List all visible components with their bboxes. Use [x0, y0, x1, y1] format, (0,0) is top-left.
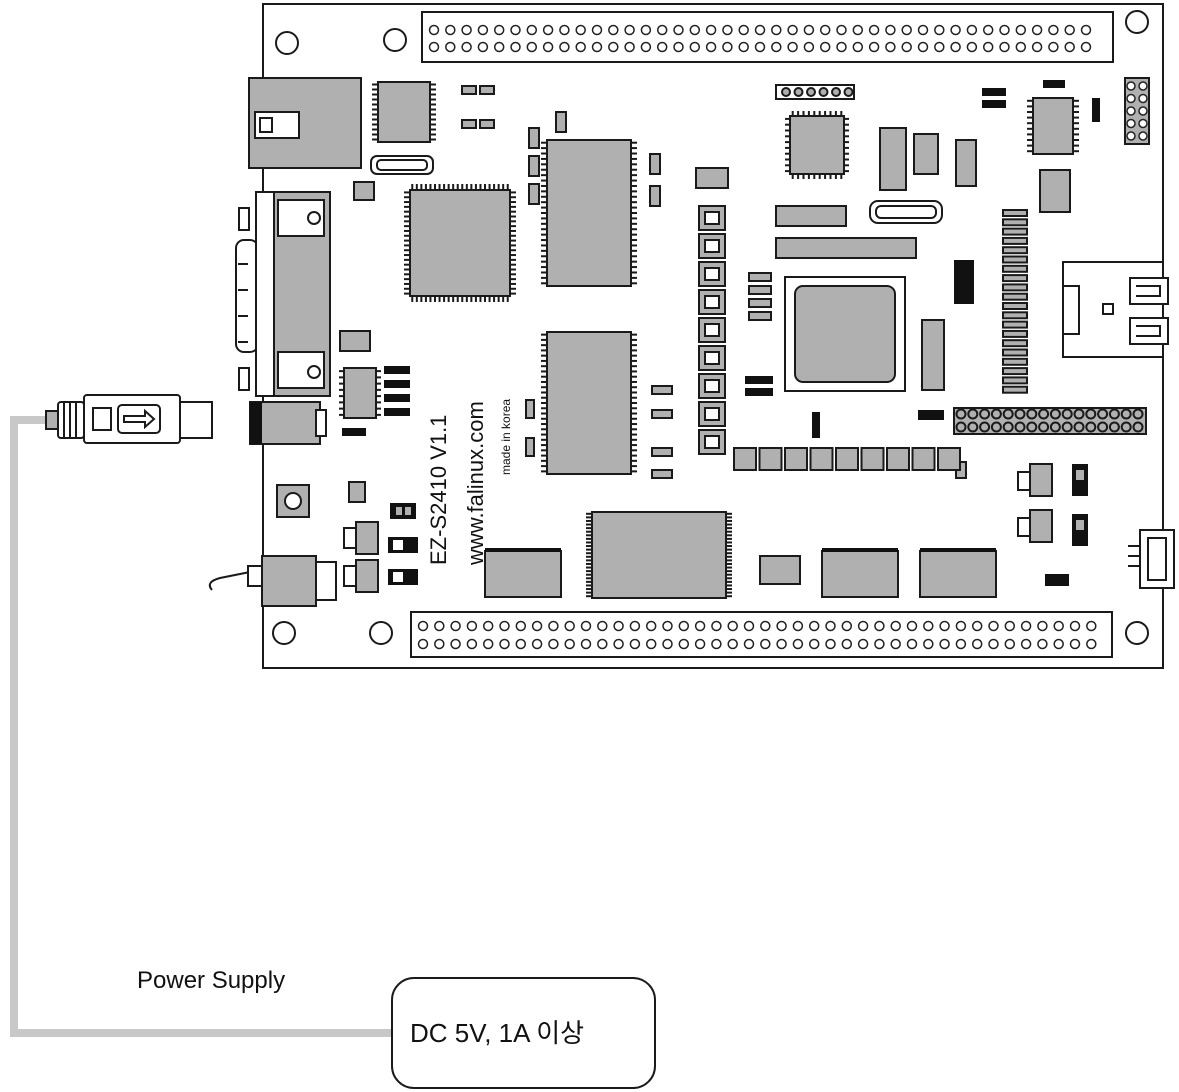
- usb-controller-chip: [1027, 97, 1079, 155]
- cpu-s3c2410: [784, 276, 906, 392]
- usb-connector: [1062, 261, 1169, 358]
- regulators-right: [1017, 463, 1088, 546]
- small-qfp-chip: [785, 111, 849, 179]
- power-supply-spec: DC 5V, 1A 이상: [410, 1018, 584, 1048]
- ethernet-jack: [248, 77, 362, 169]
- sdram-chip-2: [541, 331, 637, 475]
- board-origin-label: made in korea: [499, 399, 513, 475]
- board-url-label: www.falinux.com: [463, 401, 488, 566]
- dc-plug: [45, 394, 213, 444]
- ethernet-controller-chip: [404, 184, 516, 302]
- side-connector: [1128, 529, 1175, 589]
- bottom-chip-4: [919, 550, 997, 598]
- top-pin-header: [421, 11, 1114, 63]
- serial-db9-connector: [235, 191, 331, 397]
- power-cable: [10, 416, 392, 1037]
- power-toggle-switch: [208, 555, 337, 607]
- voltage-regulator: [343, 521, 379, 593]
- mounting-holes: [272, 10, 1149, 645]
- sdram-chip-1: [541, 139, 637, 287]
- rs232-driver-chip: [339, 367, 381, 419]
- ethernet-phy-chip: [372, 81, 436, 143]
- power-supply-caption: Power Supply: [137, 967, 285, 994]
- bottom-chip-3: [821, 550, 899, 598]
- small-ic: [353, 181, 375, 201]
- nand-flash-chip: [586, 511, 732, 599]
- resistor-column: [698, 205, 1028, 471]
- board-model-label: EZ-S2410 V1.1: [426, 415, 451, 565]
- expansion-header: [955, 408, 1144, 433]
- power-supply-box: [391, 977, 656, 1089]
- right-pin-header: [1124, 77, 1150, 145]
- dc-power-jack: [249, 401, 327, 445]
- bottom-chip-1: [484, 550, 562, 598]
- bottom-pin-header: [410, 611, 1113, 658]
- reset-button: [276, 484, 310, 518]
- resistor-array: [339, 330, 371, 352]
- bottom-chip-2: [759, 555, 801, 585]
